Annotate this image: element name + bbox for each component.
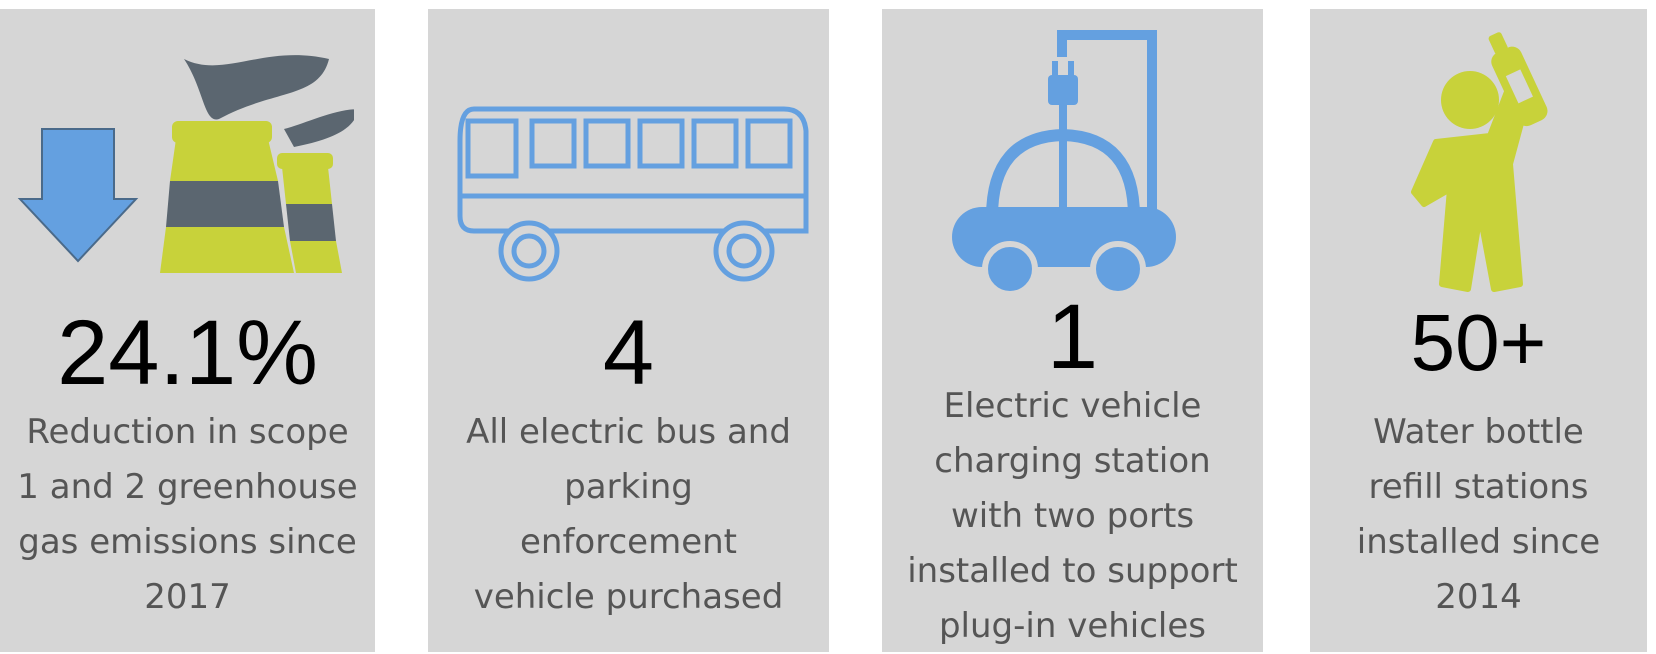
stat-card-emissions: 24.1% Reduction in scope 1 and 2 greenho…: [0, 9, 375, 652]
stat-card-electric-bus: 4 All electric bus and parking enforceme…: [428, 9, 829, 652]
stat-value: 50+: [1410, 298, 1547, 387]
stat-value: 24.1%: [57, 302, 318, 404]
factory-reduction-icon: [17, 55, 354, 273]
stat-description: Reduction in scope 1 and 2 greenhouse ga…: [17, 412, 358, 617]
stat-card-ev-charging: 1 Electric vehicle charging station with…: [882, 9, 1263, 652]
stat-value: 1: [1046, 286, 1099, 388]
stat-description: Electric vehicle charging station with t…: [907, 386, 1238, 646]
stat-card-water-refill: 50+ Water bottle refill stations install…: [1310, 9, 1647, 652]
stat-description: All electric bus and parking enforcement…: [466, 412, 791, 617]
bus-icon: [457, 106, 809, 282]
water-bottle-person-icon: [1411, 32, 1548, 292]
ev-charging-icon: [952, 30, 1176, 297]
down-arrow-icon: [17, 128, 139, 263]
stat-description: Water bottle refill stations installed s…: [1356, 412, 1601, 617]
stat-value: 4: [602, 302, 655, 404]
